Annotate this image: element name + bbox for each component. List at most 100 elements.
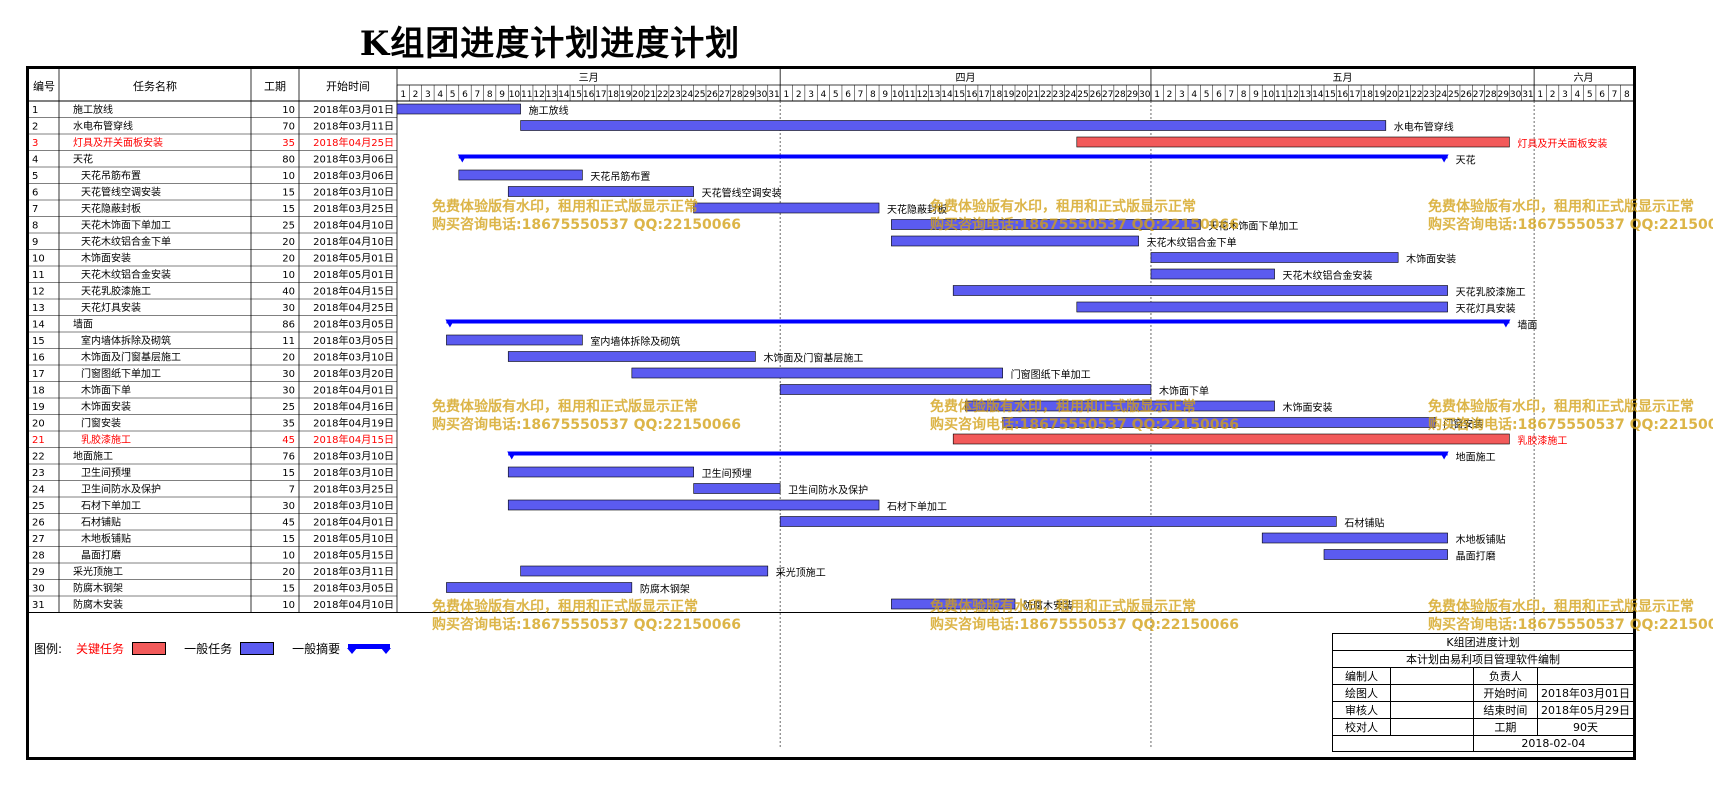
day-tick-label: 9	[882, 90, 888, 100]
gantt-summary-left-cap	[457, 154, 467, 163]
gantt-bar-label: 石材下单加工	[887, 500, 947, 513]
task-id: 1	[32, 105, 38, 116]
task-name: 天花	[73, 153, 93, 166]
gantt-summary-right-cap	[1439, 154, 1449, 163]
day-tick-label: 19	[620, 90, 632, 100]
task-start: 2018年04月10日	[313, 219, 394, 232]
task-duration: 15	[282, 534, 295, 545]
task-name: 卫生间预埋	[81, 466, 131, 479]
day-tick-label: 12	[917, 90, 928, 100]
task-name: 卫生间防水及保护	[81, 483, 161, 496]
watermark-line1: 免费体验版有水印，租用和正式版显示正常	[1428, 399, 1694, 415]
day-tick-label: 7	[474, 90, 480, 100]
task-start: 2018年04月15日	[313, 285, 394, 298]
day-tick-label: 10	[1263, 90, 1275, 100]
day-tick-label: 6	[1216, 90, 1222, 100]
gantt-bar-label: 卫生间预埋	[702, 467, 752, 480]
month-label: 四月	[956, 72, 976, 84]
task-id: 12	[32, 287, 45, 298]
info-end-value: 2018年05月29日	[1537, 701, 1634, 719]
info-start-value: 2018年03月01日	[1537, 684, 1634, 702]
task-start: 2018年03月25日	[313, 202, 394, 215]
task-start: 2018年03月01日	[313, 103, 394, 116]
task-start: 2018年04月15日	[313, 433, 394, 446]
day-tick-label: 7	[858, 90, 864, 100]
day-tick-label: 27	[1473, 90, 1484, 100]
task-start: 2018年04月10日	[313, 598, 394, 611]
gantt-bar-label: 木饰面安装	[1406, 253, 1456, 266]
gantt-critical-bar	[952, 433, 1510, 445]
gantt-bar-label: 天花吊筋布置	[590, 170, 650, 183]
task-id: 23	[32, 468, 45, 479]
task-start: 2018年03月06日	[313, 169, 394, 182]
task-duration: 15	[282, 204, 295, 215]
task-id: 30	[32, 584, 45, 595]
day-tick-label: 1	[400, 90, 406, 100]
day-tick-label: 21	[1028, 90, 1039, 100]
task-duration: 40	[282, 287, 295, 298]
gantt-task-bar	[779, 384, 1152, 395]
task-duration: 15	[282, 188, 295, 199]
info-reviewer-value	[1389, 701, 1474, 719]
day-tick-label: 20	[632, 90, 644, 100]
day-tick-label: 31	[768, 90, 779, 100]
task-name: 天花木饰面下单加工	[81, 219, 171, 232]
gantt-summary-bar	[458, 154, 1448, 159]
watermark-line1: 免费体验版有水印，租用和正式版显示正常	[432, 199, 698, 215]
gantt-task-bar	[1150, 252, 1399, 263]
day-tick-label: 3	[808, 90, 814, 100]
day-tick-label: 8	[1241, 90, 1247, 100]
task-name: 防腐木钢架	[73, 582, 123, 595]
task-name: 天花灯具安装	[81, 301, 141, 314]
watermark: 免费体验版有水印，租用和正式版显示正常购买咨询电话:18675550537 QQ…	[432, 398, 741, 434]
task-duration: 20	[282, 254, 295, 265]
task-start: 2018年05月01日	[313, 268, 394, 281]
day-tick-label: 4	[1575, 90, 1581, 100]
day-tick-label: 23	[1423, 90, 1434, 100]
day-tick-label: 17	[595, 90, 606, 100]
day-tick-label: 9	[1253, 90, 1259, 100]
gantt-task-bar	[1076, 301, 1448, 313]
watermark-line1: 免费体验版有水印，租用和正式版显示正常	[930, 599, 1196, 615]
task-id: 28	[32, 551, 45, 562]
watermark: 免费体验版有水印，租用和正式版显示正常购买咨询电话:18675550537 QQ…	[1428, 398, 1713, 434]
gantt-bar-label: 墙面	[1517, 319, 1537, 332]
task-id: 22	[32, 452, 45, 463]
watermark: 免费体验版有水印，租用和正式版显示正常购买咨询电话:18675550537 QQ…	[432, 598, 741, 634]
task-duration: 11	[282, 336, 295, 347]
task-name: 门窗安装	[81, 417, 121, 430]
gantt-task-bar	[891, 235, 1139, 247]
task-name: 木饰面安装	[81, 400, 131, 413]
legend-summary-label: 一般摘要	[292, 642, 341, 656]
day-tick-label: 25	[1448, 90, 1459, 100]
task-duration: 35	[282, 419, 295, 430]
task-id: 5	[32, 171, 38, 182]
gantt-task-bar	[458, 169, 583, 181]
gantt-task-bar	[631, 367, 1003, 379]
day-tick-label: 6	[462, 90, 468, 100]
day-tick-label: 13	[929, 90, 940, 100]
task-id: 31	[32, 600, 45, 611]
watermark-line1: 免费体验版有水印，租用和正式版显示正常	[432, 399, 698, 415]
task-name: 石材铺贴	[81, 516, 121, 529]
day-tick-label: 29	[1127, 90, 1139, 100]
task-start: 2018年03月11日	[313, 565, 394, 578]
month-label: 六月	[1574, 72, 1594, 84]
day-tick-label: 18	[1362, 90, 1374, 100]
task-duration: 45	[282, 435, 295, 446]
info-blank	[1332, 735, 1474, 752]
gantt-bar-label: 防腐木钢架	[640, 583, 690, 596]
task-duration: 30	[282, 303, 295, 314]
day-tick-label: 8	[870, 90, 876, 100]
gantt-bar-label: 灯具及开关面板安装	[1517, 137, 1607, 150]
watermark: 免费体验版有水印，租用和正式版显示正常购买咨询电话:18675550537 QQ…	[432, 198, 741, 234]
task-id: 18	[32, 386, 45, 397]
gantt-task-bar	[1323, 549, 1448, 560]
day-tick-label: 17	[1349, 90, 1360, 100]
legend-label: 图例:	[34, 642, 63, 656]
day-tick-label: 4	[437, 90, 443, 100]
gantt-summary-bar	[446, 319, 1510, 324]
watermark-line1: 免费体验版有水印，租用和正式版显示正常	[930, 199, 1196, 215]
gantt-bar-label: 地面施工	[1456, 451, 1496, 464]
task-id: 16	[32, 353, 45, 364]
